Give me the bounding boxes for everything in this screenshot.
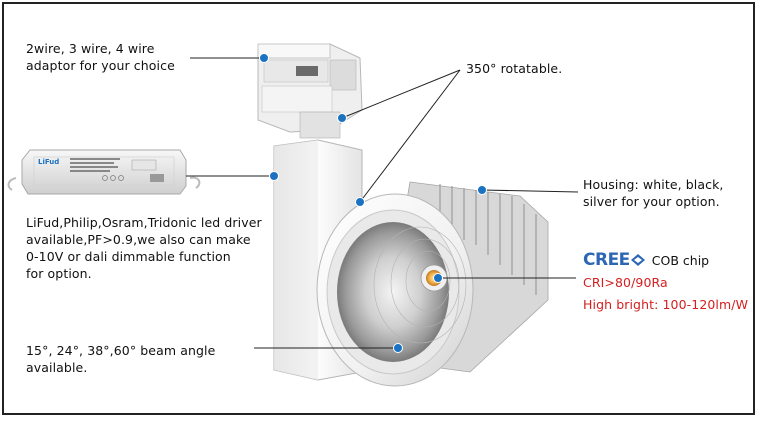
callout-dot-rotation-joint	[355, 197, 365, 207]
adaptor-label-line2: adaptor for your choice	[26, 58, 175, 73]
housing-label-line1: Housing: white, black,	[583, 177, 724, 192]
callout-lines	[186, 57, 579, 349]
image-border	[2, 2, 755, 415]
callout-dot-chip	[433, 273, 443, 283]
lamp-housing	[316, 181, 549, 387]
driver-label-line4: for option.	[26, 266, 92, 281]
adaptor-callout: 2wire, 3 wire, 4 wire adaptor for your c…	[26, 40, 175, 74]
cree-logo: CREE	[583, 250, 630, 270]
driver-brand-label: LiFud	[38, 158, 59, 166]
callout-dots	[259, 53, 487, 353]
callout-dot-adaptor	[259, 53, 269, 63]
cree-chip-callout: CREE COB chip	[583, 250, 709, 270]
driver-callout: LiFud,Philip,Osram,Tridonic led driver a…	[26, 214, 262, 282]
cob-chip-label: COB chip	[651, 252, 710, 268]
led-driver-box: LiFud	[7, 149, 201, 195]
callout-dot-rotation-top	[337, 113, 347, 123]
rotatable-label: 350° rotatable.	[466, 61, 563, 76]
beam-label-line2: available.	[26, 360, 88, 375]
callout-dot-driver	[269, 171, 279, 181]
driver-label-line1: LiFud,Philip,Osram,Tridonic led driver	[26, 215, 262, 230]
driver-label-line2: available,PF>0.9,we also can make	[26, 232, 251, 247]
callout-dot-housing	[477, 185, 487, 195]
beam-angle-callout: 15°, 24°, 38°,60° beam angle available.	[26, 342, 215, 376]
cree-diamond-icon	[630, 254, 645, 266]
cri-label: CRI>80/90Ra	[583, 275, 668, 290]
brightness-label: High bright: 100-120lm/W	[583, 297, 749, 312]
beam-label-line1: 15°, 24°, 38°,60° beam angle	[26, 343, 216, 358]
housing-callout: Housing: white, black, silver for your o…	[583, 176, 724, 210]
track-adaptor	[257, 43, 363, 139]
housing-label-line2: silver for your option.	[583, 194, 720, 209]
callout-dot-beam	[393, 343, 403, 353]
adaptor-label-line1: 2wire, 3 wire, 4 wire	[26, 41, 155, 56]
driver-label-line3: 0-10V or dali dimmable function	[26, 249, 231, 264]
